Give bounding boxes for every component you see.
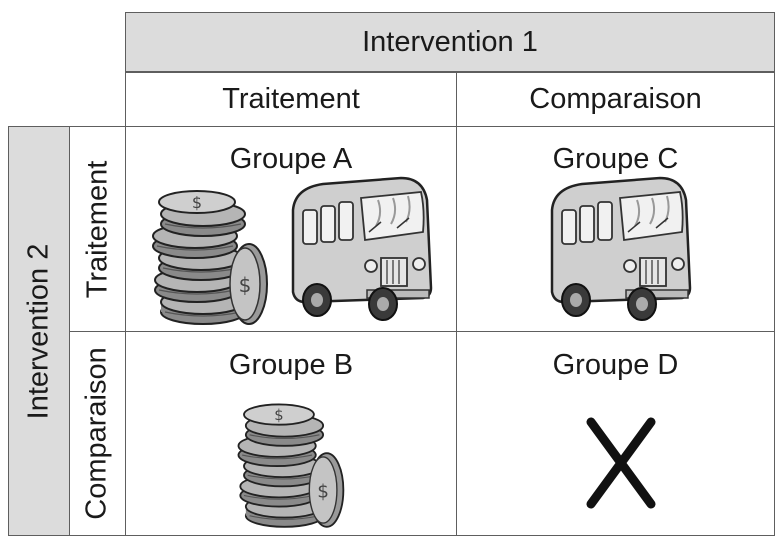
intervention-2-title: Intervention 2 <box>22 243 55 419</box>
row-header-traitement <box>69 126 126 332</box>
groupe-b-label: Groupe B <box>228 348 354 381</box>
x-icon <box>586 417 656 509</box>
groupe-c-label: Groupe C <box>552 142 679 175</box>
column-label-comparaison: Comparaison <box>529 83 702 115</box>
coins-icon <box>237 403 345 528</box>
column-header-traitement <box>125 72 457 127</box>
coins-icon <box>152 190 268 325</box>
groupe-d-label: Groupe D <box>552 348 679 381</box>
bus-icon <box>550 176 692 322</box>
row-label-comparaison: Comparaison <box>81 347 114 520</box>
row-label-traitement: Traitement <box>81 160 113 298</box>
cell-groupe-d <box>456 331 775 536</box>
column-label-traitement: Traitement <box>222 83 360 115</box>
intervention-1-title: Intervention 1 <box>362 25 538 58</box>
groupe-a-label: Groupe A <box>229 142 353 175</box>
intervention-1-header <box>125 12 775 72</box>
row-header-comparaison <box>69 331 126 536</box>
bus-icon <box>291 176 433 322</box>
